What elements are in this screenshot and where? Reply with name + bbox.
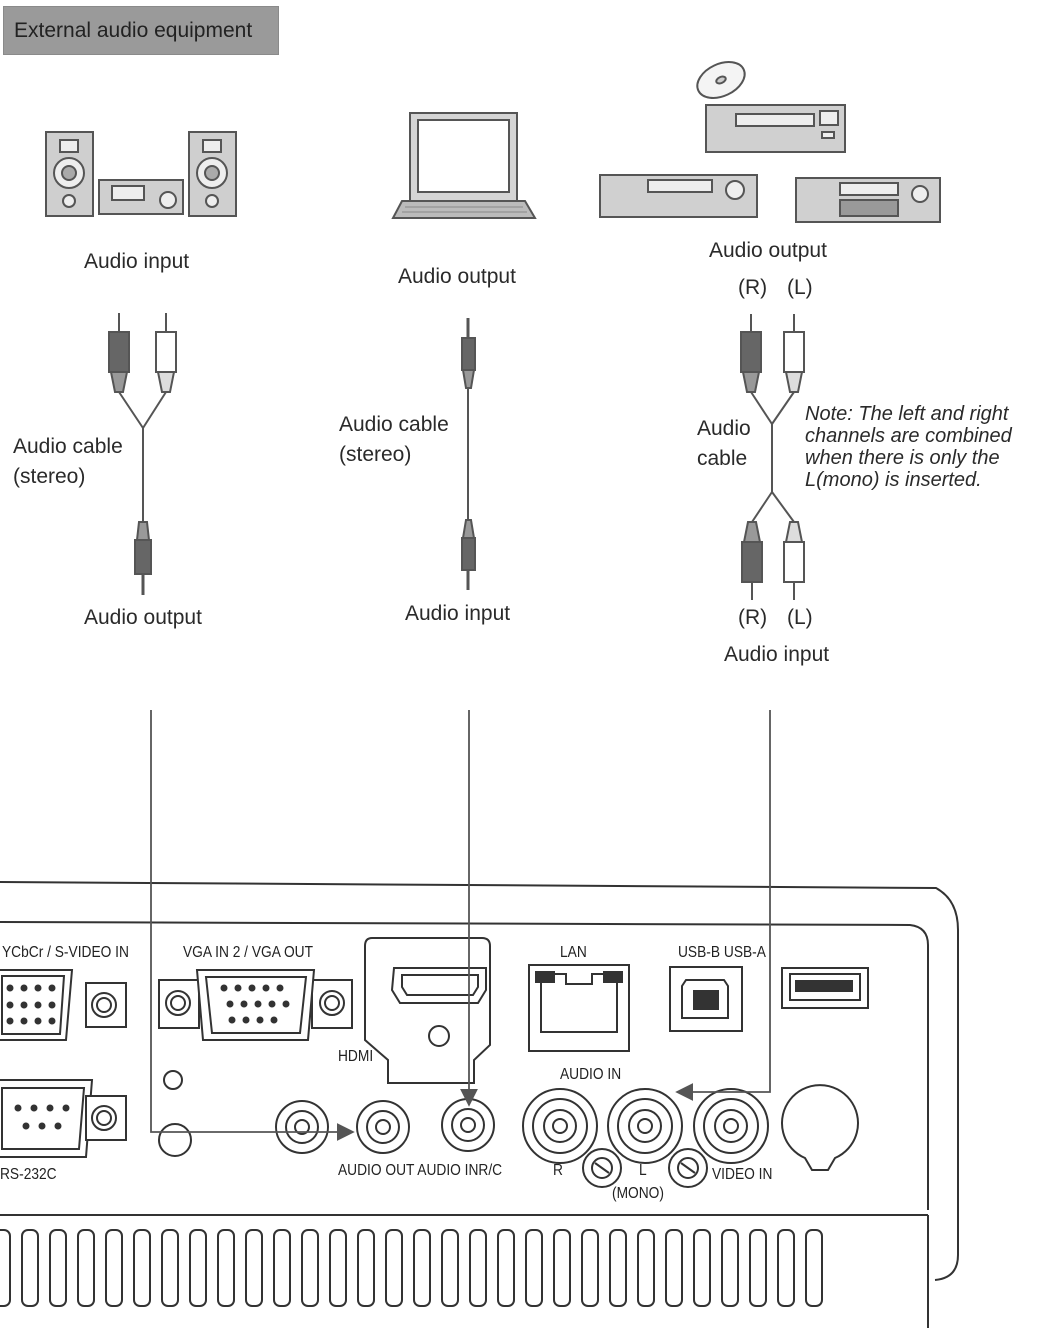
- l-label: L: [639, 1162, 647, 1179]
- hdmi-port: [364, 937, 491, 1084]
- middle-end-label: Audio input: [405, 602, 511, 625]
- stereo-system-icon: [45, 131, 237, 217]
- vga-port: [158, 969, 353, 1041]
- left-cable-label-1: Audio cable: [13, 435, 123, 458]
- connection-lines: [150, 710, 771, 1141]
- mono-label: (MONO): [612, 1185, 664, 1202]
- middle-cable-label-1: Audio cable: [339, 413, 449, 436]
- usb-label: USB-B USB-A: [678, 944, 766, 961]
- right-device-label: Audio output: [709, 239, 827, 262]
- section-title-box: External audio equipment: [3, 6, 279, 55]
- r-label: R: [553, 1162, 563, 1179]
- rs232c-port: [0, 1079, 127, 1158]
- disc-player-icons: [599, 61, 941, 223]
- laptop-icon: [391, 112, 537, 219]
- right-bottom-channel-r: (R): [738, 606, 768, 629]
- right-cable-label-2: cable: [697, 447, 748, 470]
- screw-holes: [158, 1070, 192, 1157]
- note-line: L(mono) is inserted.: [805, 469, 982, 491]
- middle-cable-label-2: (stereo): [339, 443, 412, 466]
- section-title: External audio equipment: [14, 19, 253, 42]
- left-cable-label-2: (stereo): [13, 465, 86, 488]
- audio-out-in-label: AUDIO OUT AUDIO INR/C: [338, 1162, 503, 1179]
- note-line: when there is only the: [805, 447, 1000, 469]
- mono-note: Note: The left and right channels are co…: [805, 403, 1012, 491]
- rca-jacks: [522, 1088, 769, 1188]
- ycbcr-label: YCbCr / S-VIDEO IN: [2, 944, 129, 961]
- left-device-label: Audio input: [84, 250, 190, 273]
- middle-audio-cable: [461, 318, 476, 590]
- projector-panel: [0, 881, 959, 1328]
- usb-b-port: [669, 966, 743, 1032]
- left-end-label: Audio output: [84, 606, 202, 629]
- right-cable-label-1: Audio: [697, 417, 751, 440]
- right-audio-cable: [740, 314, 805, 600]
- audio-jacks: [275, 1098, 495, 1154]
- right-end-label: Audio input: [724, 643, 830, 666]
- vent-grille: [0, 1229, 823, 1307]
- lan-port: [528, 964, 630, 1052]
- right-bottom-channel-l: (L): [787, 606, 813, 629]
- round-port: [781, 1084, 859, 1171]
- lan-label: LAN: [560, 944, 587, 961]
- usb-a-port: [781, 967, 869, 1009]
- rs232c-label: RS-232C: [0, 1166, 57, 1183]
- right-top-channel-l: (L): [787, 276, 813, 299]
- note-line: channels are combined: [805, 425, 1012, 447]
- note-line: Note: The left and right: [805, 403, 1009, 425]
- video-in-label: VIDEO IN: [712, 1166, 773, 1183]
- audio-in-header: AUDIO IN: [560, 1066, 622, 1083]
- hdmi-label: HDMI: [338, 1048, 374, 1065]
- left-audio-cable: [108, 313, 177, 595]
- right-top-channel-r: (R): [738, 276, 768, 299]
- middle-device-label: Audio output: [398, 265, 516, 288]
- vga-label: VGA IN 2 / VGA OUT: [183, 944, 313, 961]
- ycbcr-port: [0, 969, 127, 1041]
